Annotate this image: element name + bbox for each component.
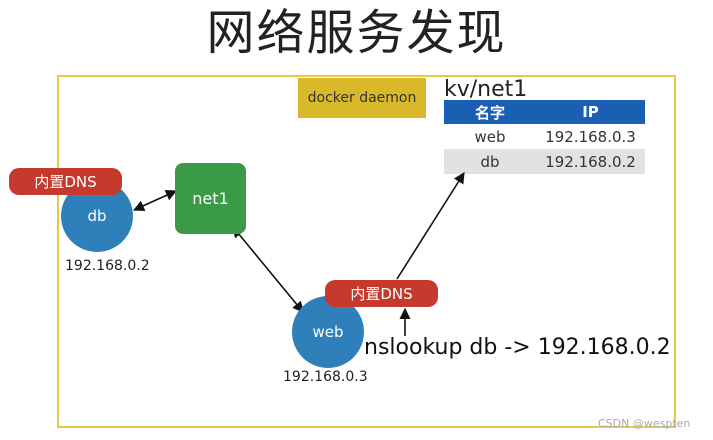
kv-cell-name: web <box>474 127 506 146</box>
arrow-dns-kv <box>396 172 465 280</box>
page-title: 网络服务发现 <box>206 5 507 61</box>
kv-table-header: 名字 IP <box>444 100 645 124</box>
net1-label: net1 <box>192 189 229 208</box>
web-container-label: web <box>312 323 344 341</box>
host-frame <box>57 75 676 428</box>
kv-table: 名字 IP web 192.168.0.3 db 192.168.0.2 <box>444 100 645 174</box>
kv-header-ip: IP <box>582 103 599 121</box>
kv-cell-name: db <box>480 152 500 171</box>
kv-store-title: kv/net1 <box>444 77 528 102</box>
docker-daemon-box: docker daemon <box>298 78 426 118</box>
db-ip-label: 192.168.0.2 <box>65 258 150 274</box>
table-row: web 192.168.0.3 <box>444 124 645 149</box>
arrow-db-net1 <box>132 190 178 211</box>
kv-cell-ip: 192.168.0.3 <box>545 127 636 146</box>
net1-network: net1 <box>175 163 246 234</box>
watermark: CSDN @wespten <box>598 417 691 430</box>
web-dns-badge: 内置DNS <box>325 280 438 307</box>
kv-cell-ip: 192.168.0.2 <box>545 152 636 171</box>
db-container-label: db <box>87 207 107 225</box>
arrow-net1-web <box>232 226 304 313</box>
web-container: web <box>292 296 364 368</box>
web-ip-label: 192.168.0.3 <box>283 369 368 385</box>
table-row: db 192.168.0.2 <box>444 149 645 174</box>
nslookup-command: nslookup db -> 192.168.0.2 <box>364 335 671 360</box>
db-dns-badge: 内置DNS <box>9 168 122 195</box>
kv-header-name: 名字 <box>474 103 505 122</box>
